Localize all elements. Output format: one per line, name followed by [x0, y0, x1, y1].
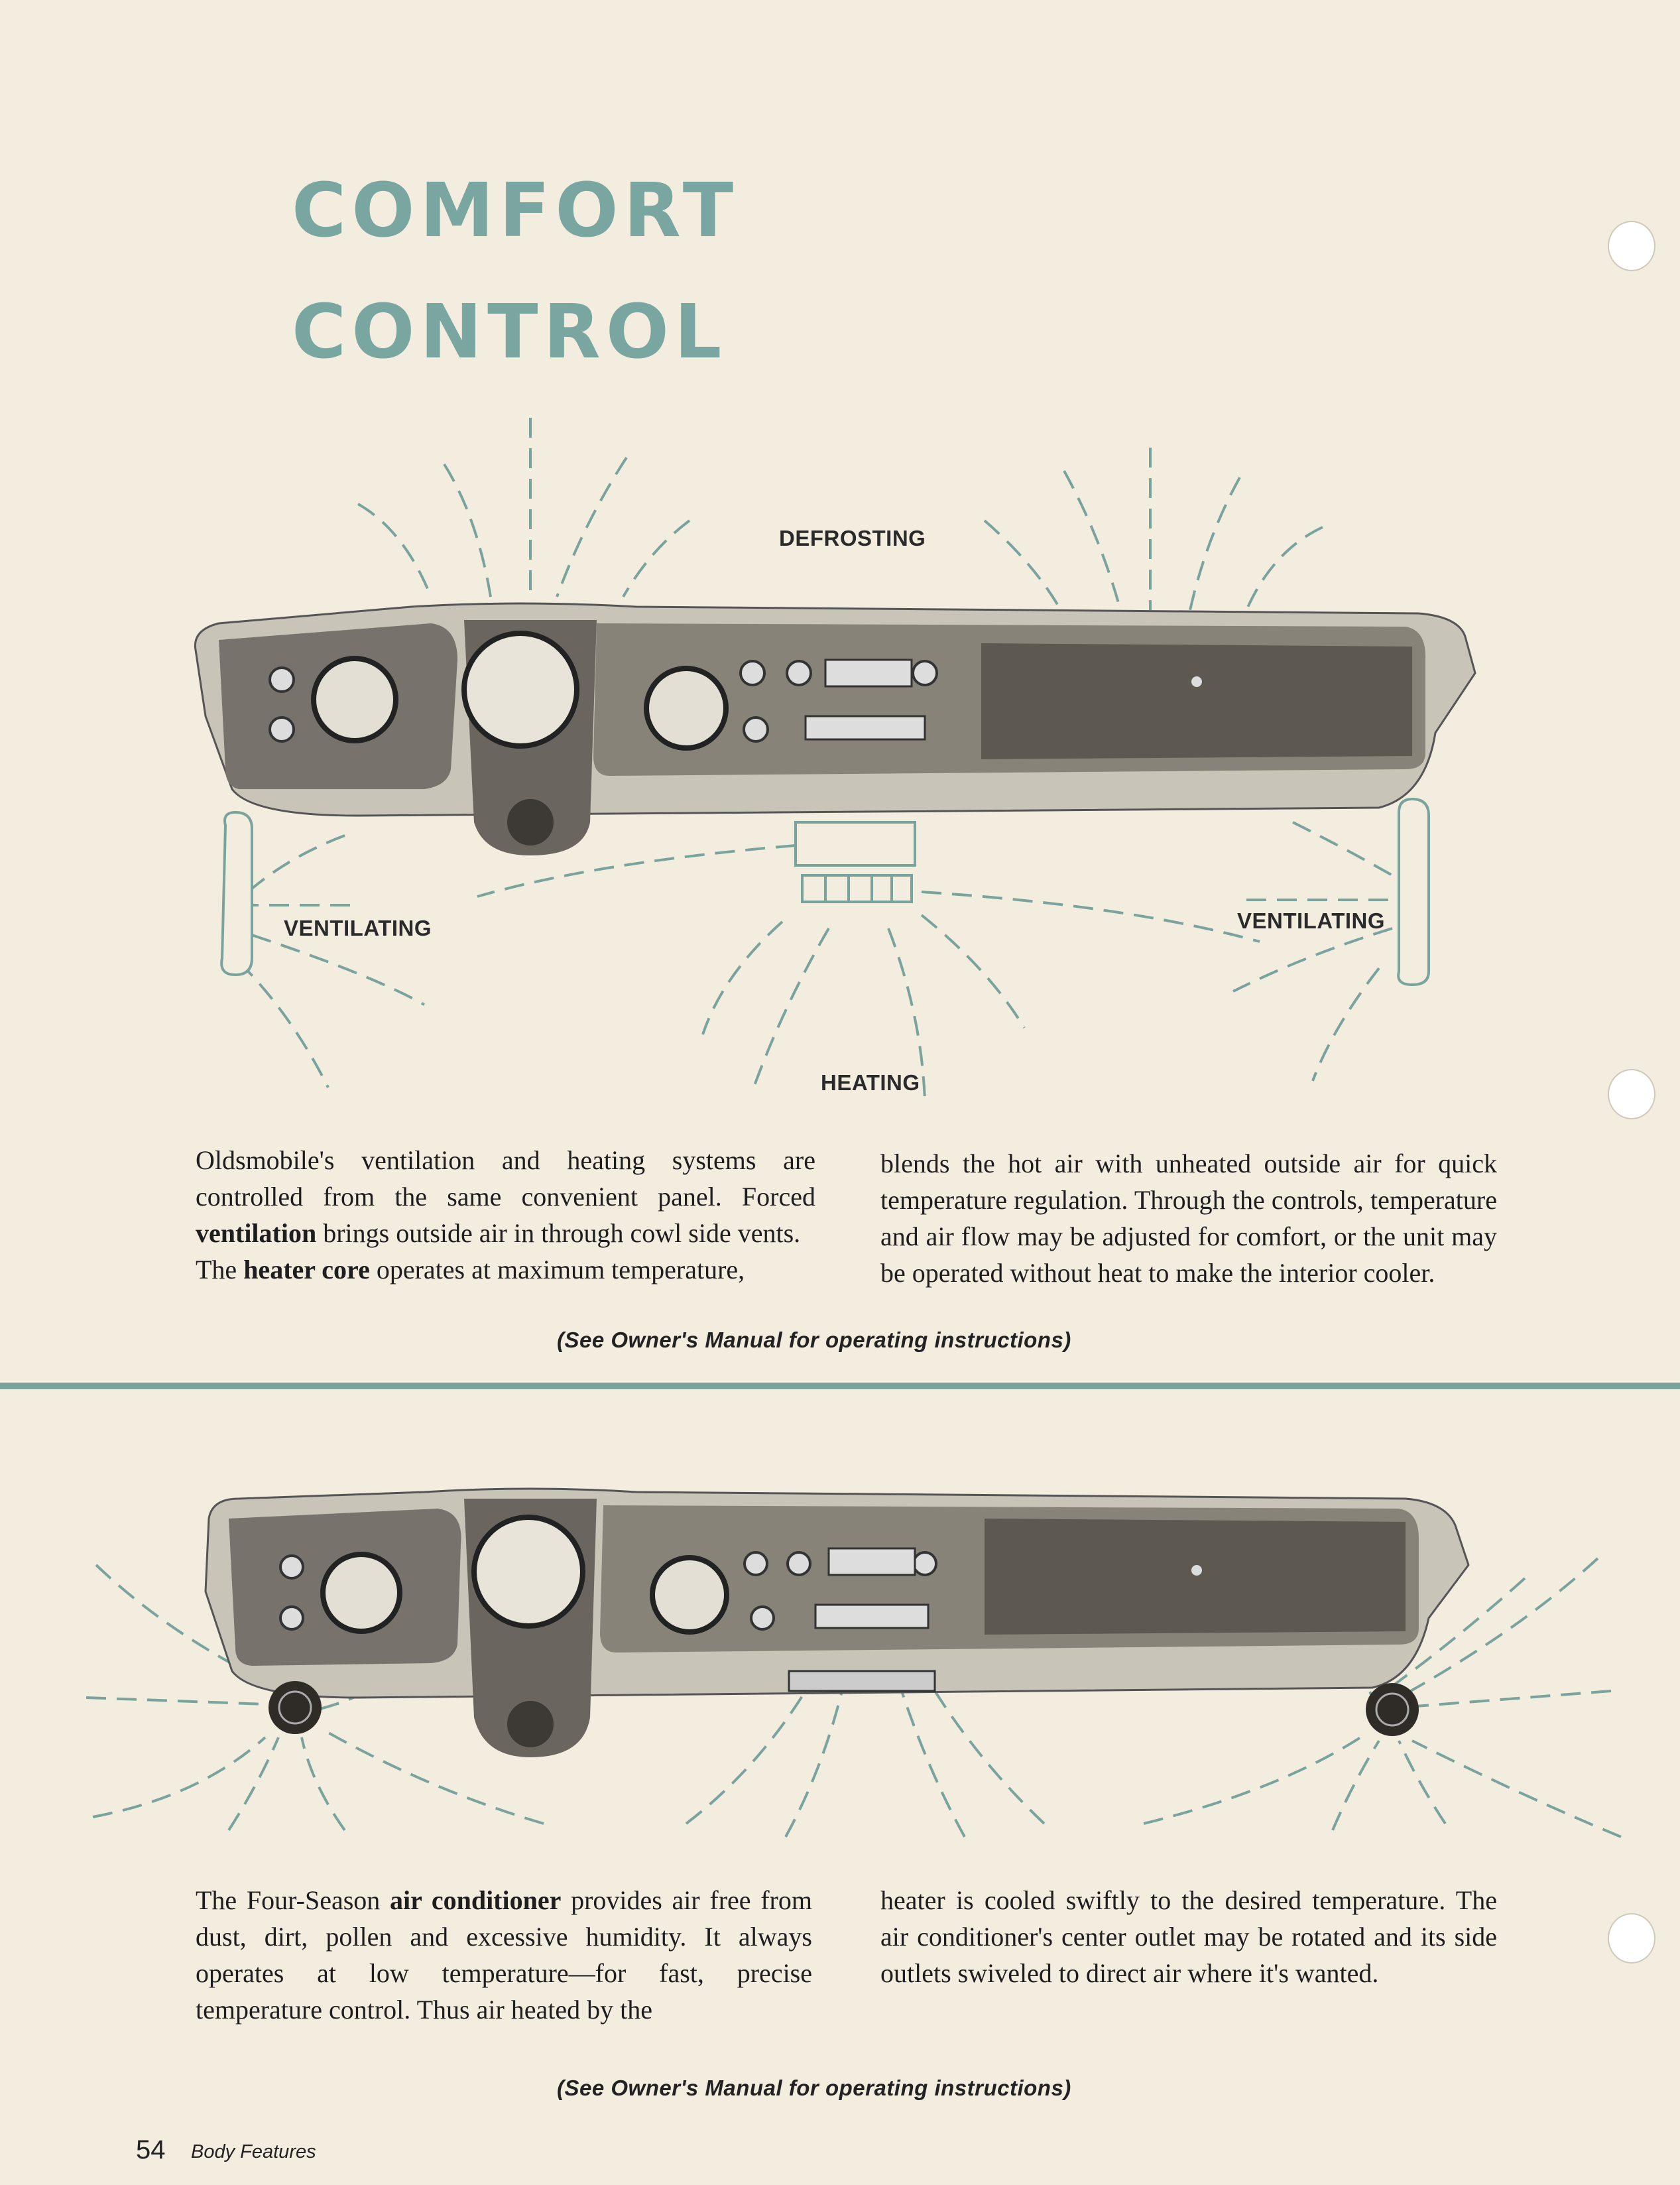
section1-column1: Oldsmobile's ventilation and heating sys… [196, 1142, 815, 1288]
section1-p2-a: The [196, 1255, 244, 1284]
section2-column1: The Four-Season air conditioner provides… [196, 1882, 812, 2028]
section1-p2-bold: heater core [243, 1255, 370, 1284]
dashboard-illustration-bottom [204, 1487, 1470, 1757]
section2-text-b: provides air free from dust, dirt, polle… [196, 1885, 812, 2025]
page-title-line1: COMFORT [292, 168, 739, 254]
binder-hole-top [1608, 221, 1655, 271]
label-ventilating-left: VENTILATING [284, 916, 432, 940]
section1-p1-b: brings outside air in through cowl side … [316, 1218, 801, 1248]
label-defrosting: DEFROSTING [779, 526, 926, 550]
section2-text-a: The Four-Season [196, 1885, 390, 1915]
section2-note: (See Owner's Manual for operating instru… [557, 2076, 1071, 2100]
page-number: 54 [136, 2135, 166, 2164]
section1-note: (See Owner's Manual for operating instru… [557, 1328, 1071, 1352]
section-divider [0, 1383, 1680, 1389]
dashboard-airflow-diagram-top [194, 418, 1476, 1101]
section2-column2: heater is cooled swiftly to the desired … [880, 1885, 1497, 1988]
section1-column2: blends the hot air with unheated outside… [880, 1149, 1497, 1288]
binder-hole-bottom [1608, 1913, 1655, 1964]
section1-p2-b: operates at maximum temperature, [369, 1255, 745, 1284]
label-ventilating-right: VENTILATING [1237, 908, 1386, 933]
section1-p1-bold: ventilation [196, 1218, 317, 1248]
section1-p1-a: Oldsmobile's ventilation and heating sys… [196, 1145, 815, 1212]
label-heating: HEATING [821, 1070, 920, 1095]
section2-text-bold: air conditioner [389, 1885, 562, 1915]
page-title-line2: CONTROL [292, 289, 727, 375]
dashboard-illustration-top [194, 602, 1476, 855]
footer-section-name: Body Features [191, 2141, 316, 2162]
binder-hole-middle [1608, 1069, 1655, 1119]
dashboard-airflow-diagram-bottom [86, 1487, 1622, 1838]
